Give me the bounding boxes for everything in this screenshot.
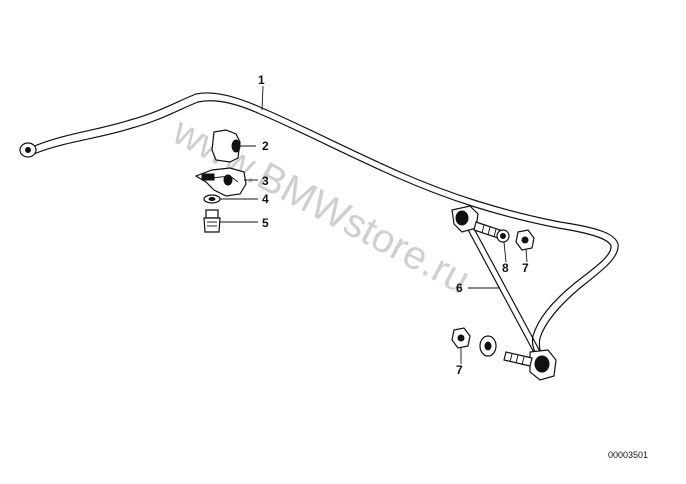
upper-washer bbox=[496, 229, 510, 243]
callout-7-lower: 7 bbox=[456, 363, 463, 377]
lower-nut bbox=[451, 327, 471, 349]
callout-7-upper: 7 bbox=[522, 261, 529, 275]
leader-lines bbox=[220, 85, 528, 364]
watermark-text: www.BMWstore.ru bbox=[165, 109, 477, 303]
bracket-clamp bbox=[194, 167, 247, 197]
callout-5: 5 bbox=[262, 216, 269, 230]
callout-4: 4 bbox=[262, 192, 269, 206]
document-number: 00003501 bbox=[608, 450, 648, 460]
bolt bbox=[203, 209, 221, 233]
callout-1: 1 bbox=[258, 73, 265, 87]
connecting-link bbox=[451, 205, 557, 381]
washer bbox=[203, 194, 221, 204]
callout-8: 8 bbox=[502, 261, 509, 275]
upper-nut bbox=[515, 229, 535, 251]
rubber-mount bbox=[211, 129, 241, 163]
callout-3: 3 bbox=[262, 174, 269, 188]
stabilizer-bar bbox=[19, 92, 619, 361]
callout-6: 6 bbox=[456, 281, 463, 295]
callout-2: 2 bbox=[262, 139, 269, 153]
